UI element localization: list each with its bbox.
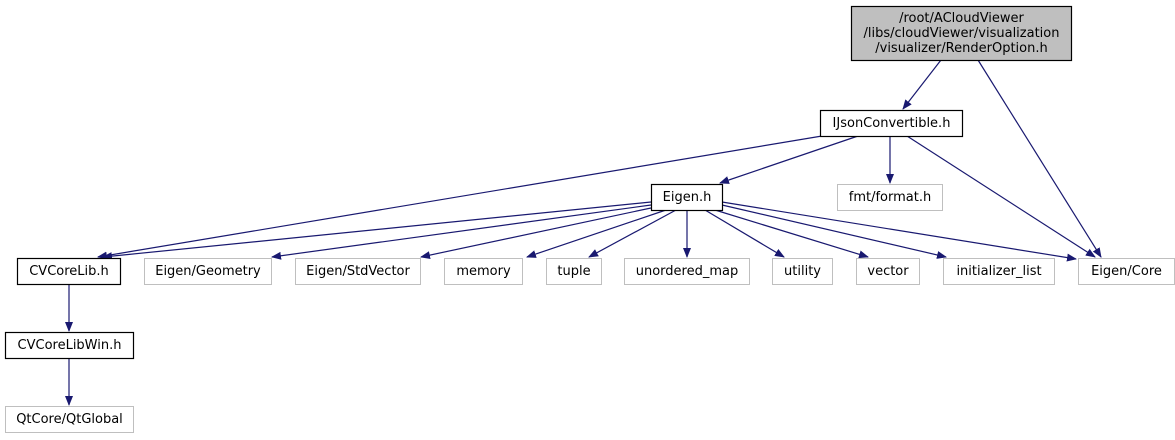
edge-eigen-to-utility [704, 209, 785, 258]
edge-eigen-to-memory [526, 209, 667, 258]
node-box [772, 258, 833, 285]
node-label: vector [867, 264, 909, 279]
node-box [943, 258, 1055, 285]
node-label: /visualizer/RenderOption.h [875, 41, 1047, 56]
node-label: /root/ACloudViewer [899, 11, 1024, 26]
node-tuple: tuple [546, 258, 602, 285]
edge-ijson-to-eigen [719, 135, 859, 184]
edge-eigen-to-stdvector [420, 207, 652, 260]
node-cvcorelibwin[interactable]: CVCoreLibWin.h [4, 331, 135, 360]
node-box [624, 258, 750, 285]
node-unordered-map: unordered_map [624, 258, 750, 285]
node-box [4, 331, 135, 360]
node-label: Eigen/Geometry [155, 264, 261, 279]
node-label: IJsonConvertible.h [833, 116, 951, 131]
node-eigencore: Eigen/Core [1078, 258, 1175, 285]
node-box [850, 5, 1073, 62]
node-geometry: Eigen/Geometry [144, 258, 272, 285]
node-initializer-list: initializer_list [943, 258, 1055, 285]
node-label: /libs/cloudViewer/visualization [864, 26, 1060, 41]
node-label: Eigen/Core [1091, 264, 1162, 279]
node-label: fmt/format.h [849, 190, 931, 205]
edge-eigen-to-initializer_list [721, 204, 947, 259]
node-label: Eigen.h [663, 190, 712, 205]
node-label: unordered_map [636, 264, 739, 279]
node-box [144, 258, 272, 285]
edge-ijson-to-eigencore [906, 135, 1096, 258]
edge-root-to-eigencore [977, 59, 1102, 258]
edge-eigen-to-tuple [588, 209, 677, 258]
node-box [1078, 258, 1175, 285]
node-label: CVCoreLibWin.h [18, 338, 122, 353]
node-label: tuple [557, 264, 590, 279]
edge-eigen-to-geometry [271, 204, 652, 260]
node-box [16, 257, 122, 286]
node-box [819, 109, 964, 138]
node-root[interactable]: /root/ACloudViewer/libs/cloudViewer/visu… [850, 5, 1073, 62]
node-box [546, 258, 602, 285]
node-box [856, 258, 920, 285]
node-box [837, 184, 943, 211]
edge-eigen-to-eigencore [721, 201, 1077, 262]
node-memory: memory [444, 258, 523, 285]
node-eigen[interactable]: Eigen.h [650, 183, 724, 212]
node-label: utility [784, 264, 821, 279]
node-ijson[interactable]: IJsonConvertible.h [819, 109, 964, 138]
edge-ijson-to-cvcorelib [97, 135, 823, 260]
node-fmt: fmt/format.h [837, 184, 943, 211]
node-box [295, 258, 421, 285]
node-utility: utility [772, 258, 833, 285]
node-stdvector: Eigen/StdVector [295, 258, 421, 285]
node-label: QtCore/QtGlobal [16, 412, 123, 427]
node-box [5, 406, 134, 433]
edge-eigen-to-cvcorelib [102, 201, 652, 261]
edge-root-to-ijson [902, 59, 942, 110]
node-box [650, 183, 724, 212]
node-label: CVCoreLib.h [29, 264, 109, 279]
node-qtglobal: QtCore/QtGlobal [5, 406, 134, 433]
node-label: initializer_list [956, 264, 1041, 279]
node-vector: vector [856, 258, 920, 285]
node-cvcorelib[interactable]: CVCoreLib.h [16, 257, 122, 286]
node-label: memory [456, 264, 511, 279]
node-label: Eigen/StdVector [306, 264, 410, 279]
edge-eigen-to-vector [714, 209, 869, 259]
node-box [444, 258, 523, 285]
